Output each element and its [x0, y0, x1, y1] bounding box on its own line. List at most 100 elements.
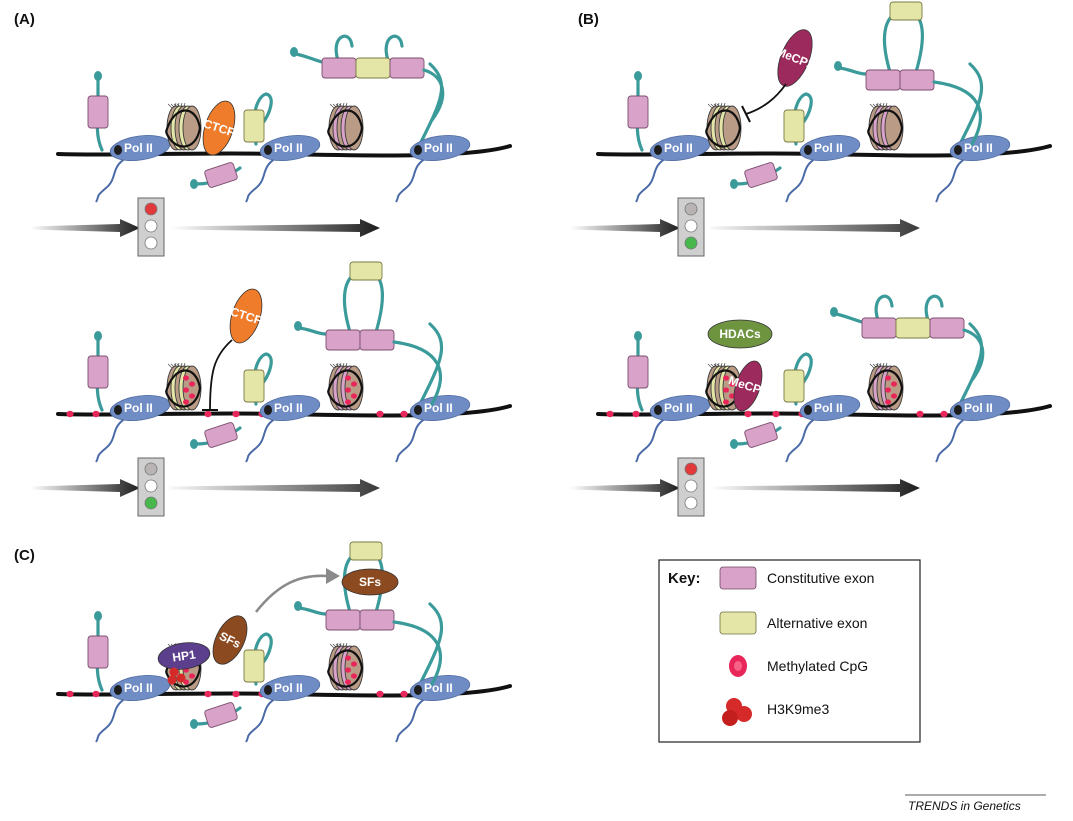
key-title: Key: — [668, 570, 701, 587]
methylated-cpg — [632, 410, 640, 418]
credit-text: TRENDS in Genetics — [908, 799, 1021, 813]
nascent-rna — [954, 62, 984, 154]
methylated-cpg — [92, 690, 100, 698]
nucleosome — [704, 102, 742, 151]
pol-ii-label: Pol II — [124, 141, 153, 155]
nascent-rna — [834, 312, 864, 324]
nascent-rna — [932, 80, 982, 146]
constitutive-exon — [87, 95, 109, 129]
rna-cap — [190, 179, 198, 189]
nascent-rna — [954, 322, 984, 414]
green-light — [684, 236, 698, 250]
rna-cap — [834, 61, 842, 71]
alternative-exon — [355, 57, 391, 79]
constitutive-exon — [861, 317, 897, 339]
methylated-cpg — [232, 410, 240, 418]
nascent-rna — [298, 606, 328, 616]
nucleosome — [326, 102, 364, 151]
nascent-rna — [414, 322, 444, 414]
pol-ii: Pol II — [635, 135, 711, 203]
green-light — [684, 496, 698, 510]
pol-ii: Pol II — [935, 395, 1011, 463]
traffic-light — [677, 197, 705, 257]
transcription-arrow — [170, 479, 380, 497]
constitutive-exon — [389, 57, 425, 79]
traffic-light — [137, 197, 165, 257]
pol-ii-label: Pol II — [424, 141, 453, 155]
transcription-arrow — [710, 479, 920, 497]
nascent-rna — [392, 340, 442, 406]
panel-label-a: (A) — [14, 11, 35, 28]
nucleosome — [326, 642, 364, 691]
constitutive-exon — [321, 57, 357, 79]
methylated-cpg — [376, 410, 384, 418]
hp1-protein-label: HP1 — [171, 647, 196, 664]
pol-ii-label: Pol II — [964, 401, 993, 415]
recruitment-arrowhead — [326, 568, 340, 584]
rna-cap — [294, 321, 302, 331]
rna-cap — [830, 307, 838, 317]
pol-ii-label: Pol II — [274, 681, 303, 695]
pol-ii-label: Pol II — [124, 401, 153, 415]
rna-cap — [730, 179, 738, 189]
hdacs-protein-label: HDACs — [719, 327, 761, 341]
constitutive-exon — [87, 635, 109, 669]
methylated-cpg — [940, 410, 948, 418]
mecp2-protein: MeCP2 — [774, 29, 816, 87]
pol-ii: Pol II — [785, 135, 861, 203]
pol-ii: Pol II — [395, 135, 471, 203]
nascent-rna — [392, 620, 442, 686]
nascent-rna — [342, 270, 384, 334]
constitutive-exon — [325, 329, 361, 351]
methylated-cpg — [916, 410, 924, 418]
methylated-cpg — [376, 690, 384, 698]
h3k9me3-mark — [167, 667, 186, 685]
red-light — [144, 462, 158, 476]
pol-ii-label: Pol II — [424, 681, 453, 695]
rna-cap — [294, 601, 302, 611]
green-light — [144, 496, 158, 510]
nucleosome — [164, 362, 202, 411]
methylated-cpg — [400, 690, 408, 698]
nucleosome — [326, 362, 364, 411]
key-item-constitutive: Constitutive exon — [767, 570, 874, 586]
methylated-cpg — [204, 410, 212, 418]
pol-ii: Pol II — [785, 395, 861, 463]
methylated-cpg — [744, 410, 752, 418]
panel-label-b: (B) — [578, 11, 599, 28]
rna-cap — [94, 611, 102, 621]
inhibition-line — [209, 339, 233, 411]
pol-ii-label: Pol II — [124, 681, 153, 695]
key-item-alternative: Alternative exon — [767, 615, 867, 631]
nucleosome — [866, 102, 904, 151]
pol-ii: Pol II — [245, 675, 321, 743]
hdacs-protein: HDACs — [707, 319, 773, 349]
key-item-h3k9me3: H3K9me3 — [767, 701, 829, 717]
pol-ii: Pol II — [245, 135, 321, 203]
panel-label-c: (C) — [14, 547, 35, 564]
amber-light — [684, 219, 698, 233]
constitutive-exon — [744, 422, 778, 448]
constitutive-exon-swatch — [719, 566, 757, 590]
pol-ii-label: Pol II — [274, 401, 303, 415]
alternative-exon — [243, 109, 265, 143]
nascent-rna — [334, 34, 354, 62]
methylated-cpg — [606, 410, 614, 418]
pol-ii: Pol II — [95, 135, 171, 203]
methylated-cpg — [204, 690, 212, 698]
pol-ii: Pol II — [245, 395, 321, 463]
amber-light — [144, 219, 158, 233]
alternative-exon — [783, 369, 805, 403]
green-light — [144, 236, 158, 250]
inhibition-bar — [741, 105, 751, 123]
constitutive-exon — [359, 609, 395, 631]
inhibition-line — [745, 83, 787, 115]
constitutive-exon — [627, 355, 649, 389]
rna-cap — [290, 47, 298, 57]
constitutive-exon — [899, 69, 935, 91]
traffic-light — [137, 457, 165, 517]
key-legend: Key: Constitutive exon Alternative exon … — [658, 559, 921, 743]
